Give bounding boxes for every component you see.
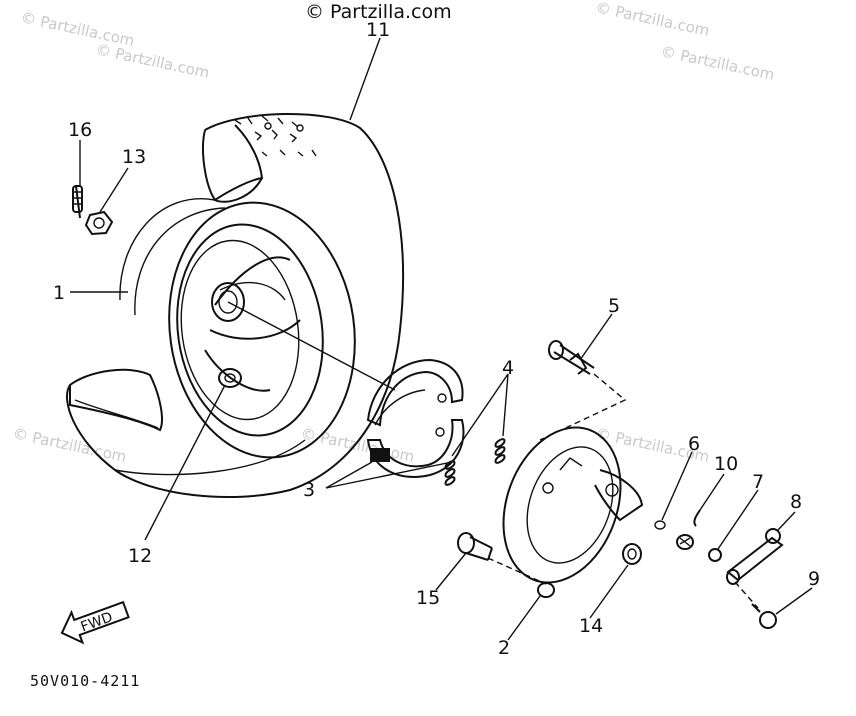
- callout-13: 13: [122, 146, 146, 168]
- callout-15: 15: [416, 587, 440, 609]
- brake-camshaft: [548, 340, 595, 375]
- fwd-label: FWD: [79, 609, 115, 635]
- diagram-code: 50V010-4211: [30, 672, 140, 690]
- callout-16: 16: [68, 119, 92, 141]
- nut: [84, 210, 114, 236]
- callout-9: 9: [808, 568, 820, 590]
- brake-plate: [502, 426, 644, 598]
- callout-4: 4: [502, 357, 514, 379]
- tread-pattern: [234, 115, 317, 157]
- bearing: [218, 368, 242, 388]
- callout-14: 14: [579, 615, 603, 637]
- torsion-spring: [708, 548, 722, 562]
- washer: [622, 543, 642, 565]
- callout-10: 10: [714, 453, 738, 475]
- callout-2: 2: [498, 637, 510, 659]
- wheel-rim: [168, 201, 356, 459]
- fwd-arrow: FWD: [60, 600, 130, 645]
- callout-11: 11: [366, 19, 390, 41]
- watermark: © Partzilla.com: [659, 42, 776, 84]
- watermark: © Partzilla.com: [11, 424, 128, 466]
- brake-shoes: [366, 358, 465, 478]
- callout-6: 6: [688, 433, 700, 455]
- watermark: © Partzilla.com: [299, 424, 416, 466]
- tire: [66, 112, 405, 498]
- o-ring: [654, 520, 666, 530]
- callout-5: 5: [608, 295, 620, 317]
- callout-12: 12: [128, 545, 152, 567]
- callout-8: 8: [790, 491, 802, 513]
- callout-3: 3: [303, 479, 315, 501]
- lever-bolt: [751, 603, 777, 629]
- valve: [72, 185, 83, 219]
- watermark: © Partzilla.com: [594, 0, 711, 40]
- watermark-top: © Partzilla.com: [305, 1, 452, 23]
- spring-10: [676, 509, 701, 550]
- leader-lines: [70, 37, 813, 641]
- watermark: © Partzilla.com: [94, 40, 211, 82]
- callout-7: 7: [752, 471, 764, 493]
- springs: [444, 438, 506, 486]
- callout-1: 1: [53, 282, 65, 304]
- brake-lever: [726, 528, 784, 585]
